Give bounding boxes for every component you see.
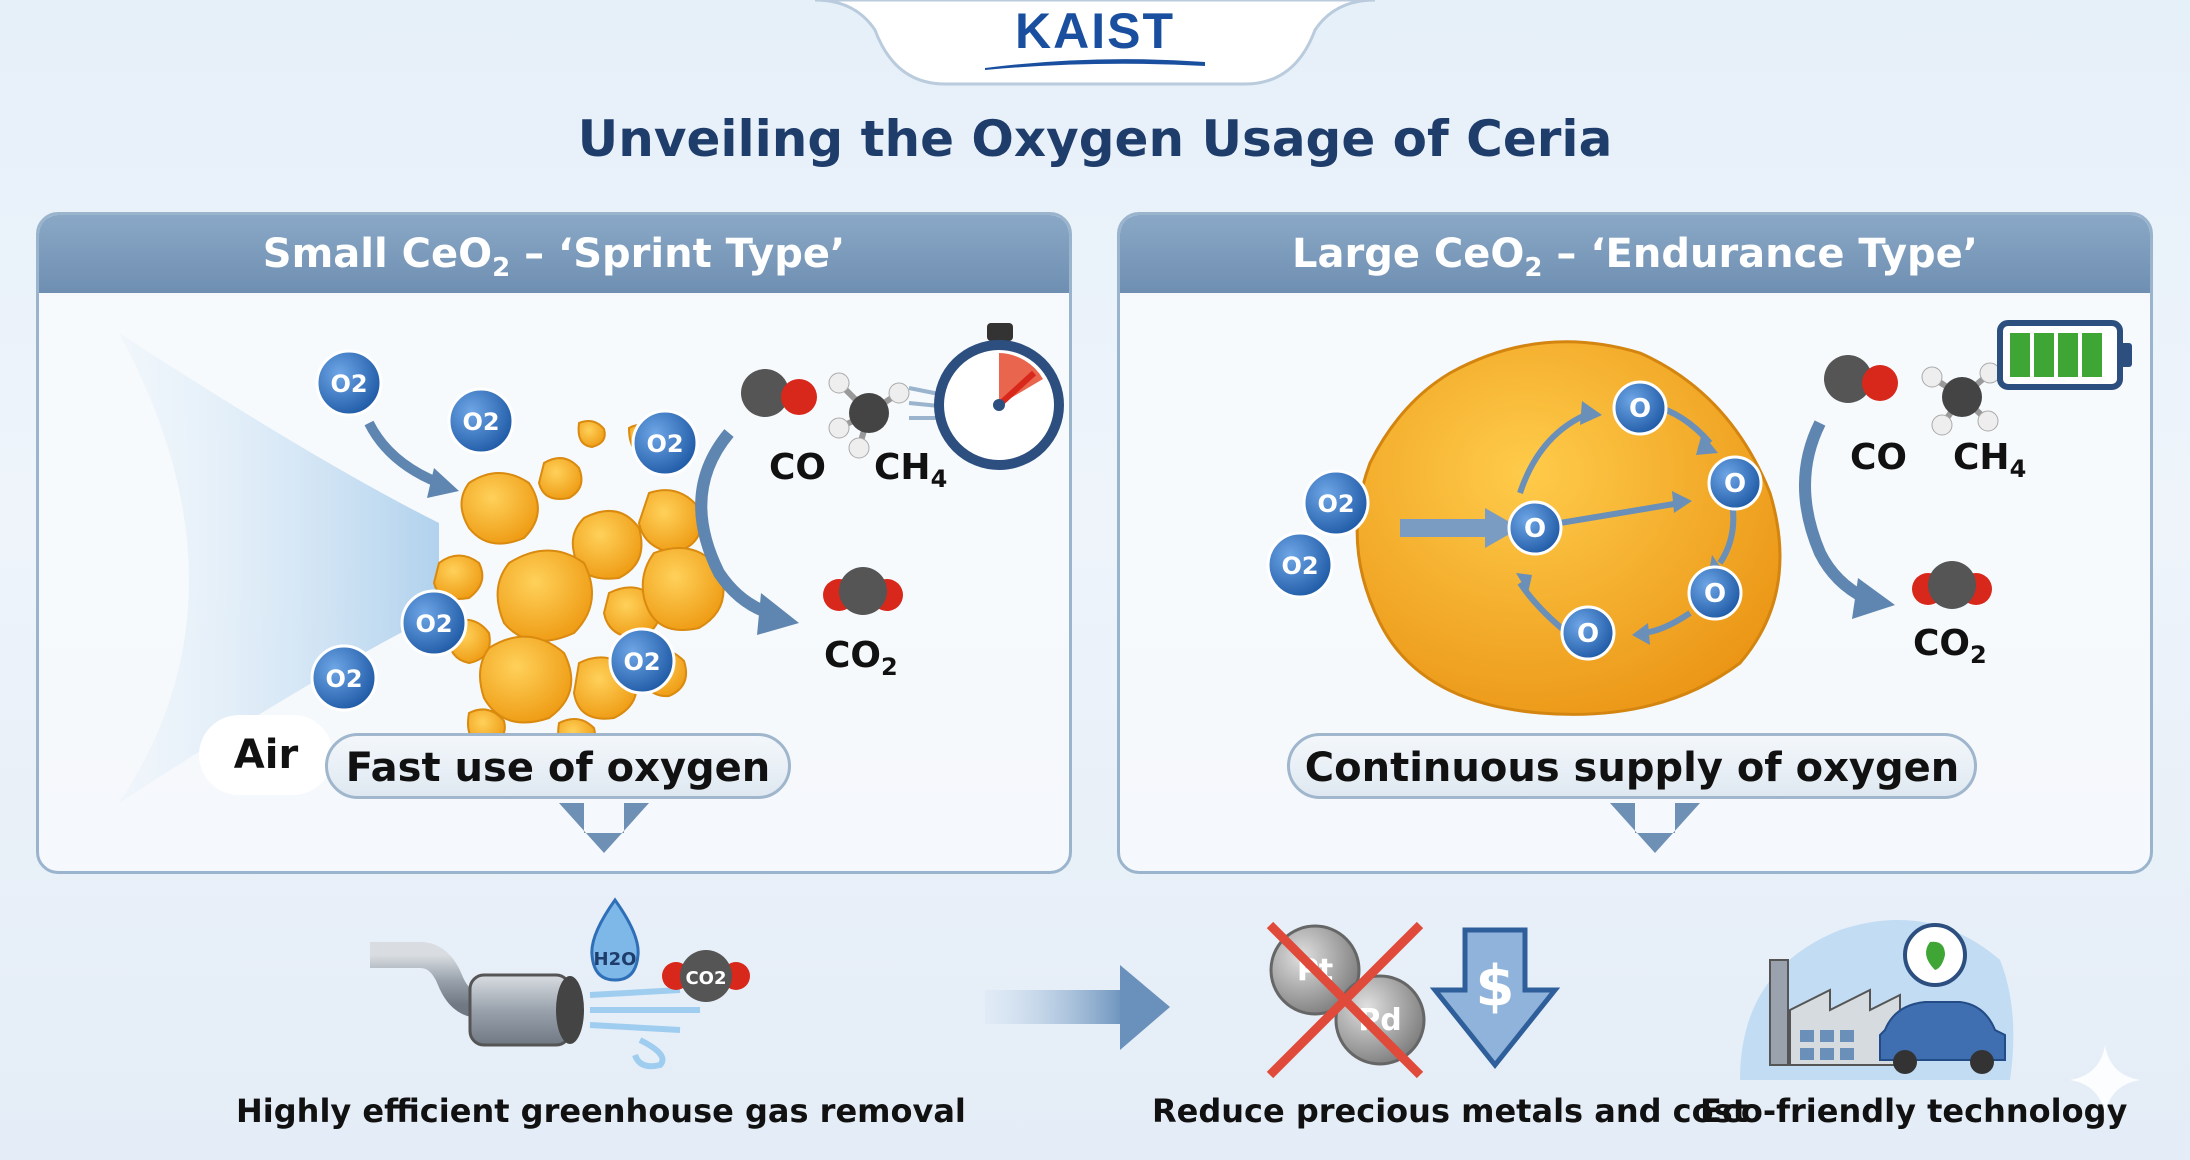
co2-molecule: [1912, 561, 1992, 609]
precious-metals-icon: Pt Pd: [1266, 921, 1426, 1079]
svg-text:O: O: [1629, 394, 1651, 424]
reaction-arrow: [1799, 420, 1868, 604]
caption-eco-friendly: Eco-friendly technology: [1700, 1092, 2128, 1130]
o2-molecule: O2: [1302, 469, 1370, 537]
o2-molecule: O2: [1266, 531, 1334, 599]
svg-text:O2: O2: [415, 610, 452, 638]
panel-large-ceria: Large CeO2 – ‘Endurance Type’: [1117, 212, 2153, 874]
svg-text:O: O: [1704, 579, 1726, 609]
svg-text:H2O: H2O: [594, 949, 637, 970]
co-label: CO: [769, 447, 827, 488]
o2-molecule: O2: [400, 589, 468, 657]
svg-text:O: O: [1577, 619, 1599, 649]
cost-down-icon: $: [1429, 927, 1561, 1070]
small-ceria-particles: [432, 420, 725, 755]
down-arrow: [559, 803, 649, 853]
down-arrow: [1610, 803, 1700, 853]
o-atom: O: [1707, 455, 1763, 511]
o2-molecule: O2: [631, 409, 699, 477]
battery-icon: [1997, 320, 2132, 390]
panel-header-small: Small CeO2 – ‘Sprint Type’: [39, 215, 1069, 293]
ch4-molecule: [1921, 362, 2001, 436]
o2-molecules: O2 O2 O2 O2 O2 O2: [310, 349, 699, 712]
sparkle-icon: [2070, 1045, 2140, 1115]
svg-text:O2: O2: [646, 430, 683, 458]
ch4-label: CH4: [1953, 437, 2027, 484]
co2-molecule: [823, 567, 903, 615]
panel-header-large: Large CeO2 – ‘Endurance Type’: [1120, 215, 2150, 293]
svg-text:O2: O2: [462, 408, 499, 436]
ch4-molecule: [828, 372, 960, 459]
svg-text:O2: O2: [330, 370, 367, 398]
co2-label: CO2: [824, 635, 898, 682]
pill-fast-use: Fast use of oxygen: [325, 733, 791, 799]
svg-text:O2: O2: [1317, 490, 1354, 518]
co2-label: CO2: [1913, 623, 1987, 670]
big-right-arrow: [985, 965, 1170, 1050]
co-molecule: [741, 369, 817, 417]
stopwatch-icon: [934, 323, 1064, 470]
large-ceria-illustration: O O O O O O2 O2: [1266, 320, 2132, 853]
o-atom: O: [1560, 605, 1616, 661]
ch4-label: CH4: [874, 447, 948, 494]
o2-molecule: O2: [608, 627, 676, 695]
svg-text:O2: O2: [1281, 552, 1318, 580]
small-ceria-illustration: O2 O2 O2 O2 O2 O2: [119, 323, 1064, 853]
main-title: Unveiling the Oxygen Usage of Ceria: [577, 110, 1613, 168]
svg-text:O2: O2: [325, 665, 362, 693]
svg-text:O: O: [1524, 514, 1546, 544]
o2-molecules-right: O2 O2: [1266, 469, 1370, 599]
lattice-oxygen: O O O O O: [1507, 380, 1763, 661]
caption-precious-metals: Reduce precious metals and cost: [1152, 1092, 1748, 1130]
pill-continuous-supply: Continuous supply of oxygen: [1287, 733, 1977, 799]
panel-small-ceria: Small CeO2 – ‘Sprint Type’: [36, 212, 1072, 874]
air-flow: [119, 333, 439, 803]
o2-molecule: O2: [315, 349, 383, 417]
air-label: Air: [199, 715, 333, 795]
logo-tab: [814, 0, 1376, 86]
o2-molecule: O2: [310, 644, 378, 712]
bottom-illustrations: H2O CO2 Pt Pd $: [370, 897, 2014, 1080]
svg-text:O2: O2: [623, 648, 660, 676]
svg-text:$: $: [1476, 954, 1515, 1019]
o2-molecule: O2: [447, 387, 515, 455]
svg-text:O: O: [1724, 469, 1746, 499]
water-drop-icon: H2O: [590, 897, 640, 982]
o-atom: O: [1687, 565, 1743, 621]
co-molecule: [1824, 355, 1898, 403]
co2-badge-icon: CO2: [662, 950, 750, 1002]
reaction-arrow: [695, 429, 772, 619]
exhaust-pipe-icon: [370, 942, 700, 1070]
kaist-logo: KAIST: [1015, 3, 1175, 59]
svg-text:CO2: CO2: [685, 968, 726, 989]
o-atom: O: [1612, 380, 1668, 436]
caption-greenhouse: Highly efficient greenhouse gas removal: [236, 1092, 966, 1130]
logo-swoosh: [985, 59, 1205, 70]
eco-technology-icon: [1740, 920, 2014, 1080]
co-label: CO: [1850, 437, 1908, 478]
o-atom: O: [1507, 500, 1563, 556]
o2-arrow: [364, 420, 441, 488]
